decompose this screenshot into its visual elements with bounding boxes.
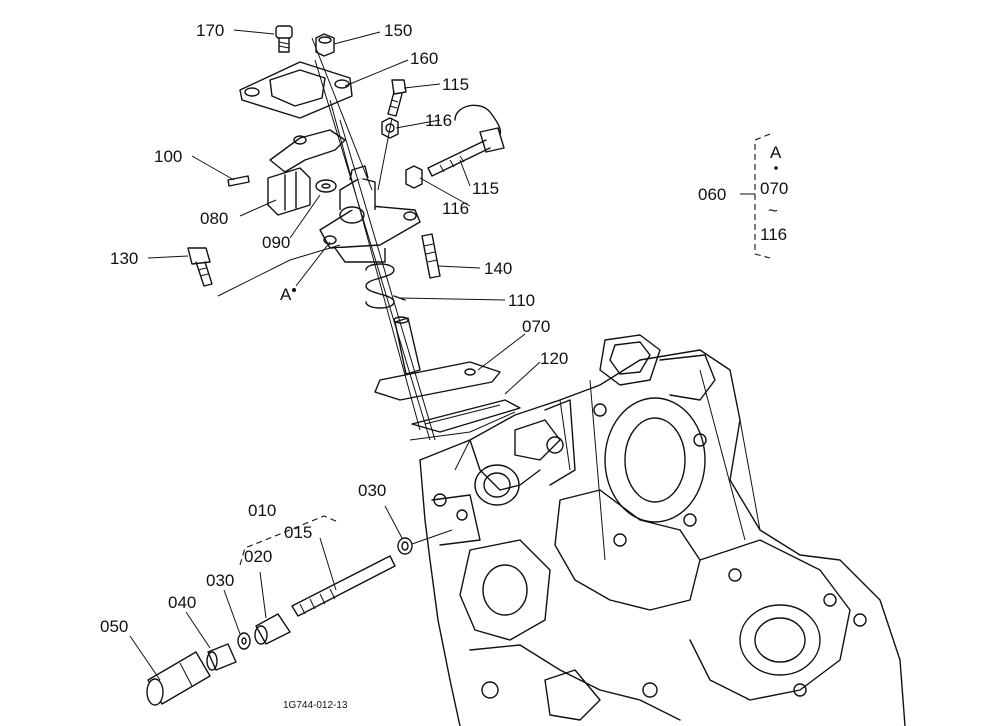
callout-115-lower: 115 xyxy=(472,179,499,198)
callout-a: A xyxy=(280,285,292,304)
callout-100: 100 xyxy=(154,147,182,166)
bolt-170 xyxy=(275,25,293,53)
assembly-line-2: 070 xyxy=(760,179,788,198)
callout-110: 110 xyxy=(508,291,535,310)
governor-lever xyxy=(269,129,346,173)
assembly-line-4: 116 xyxy=(760,225,787,244)
callout-120: 120 xyxy=(540,349,568,368)
gear-case-housing xyxy=(419,334,906,726)
assembly-brace xyxy=(740,133,771,259)
alignment-lines xyxy=(217,37,516,441)
bolt-115-long xyxy=(427,127,505,177)
callout-090: 090 xyxy=(262,233,290,252)
bracket-plate-160 xyxy=(239,61,353,119)
callout-116-lower: 116 xyxy=(442,199,469,218)
callout-160: 160 xyxy=(410,49,438,68)
cap-040 xyxy=(206,643,237,671)
callout-116-upper: 116 xyxy=(425,111,452,130)
governor-housing xyxy=(319,165,421,263)
assembly-line-3: ~ xyxy=(768,201,778,220)
assembly-code: 060 xyxy=(698,185,726,204)
nut-116-lower xyxy=(405,165,423,189)
callout-140: 140 xyxy=(484,259,512,278)
callout-030-right: 030 xyxy=(358,481,386,500)
shaft-015 xyxy=(291,555,396,617)
bolt-130 xyxy=(187,247,213,287)
callout-010: 010 xyxy=(248,501,276,520)
callout-080: 080 xyxy=(200,209,228,228)
callout-150: 150 xyxy=(384,21,412,40)
assembly-dot xyxy=(774,166,778,170)
shaft-axis-line xyxy=(411,529,453,545)
callout-070: 070 xyxy=(522,317,550,336)
figure-code: 1G744-012-13 xyxy=(283,700,348,711)
group-bracket-010 xyxy=(239,515,339,566)
stud-140 xyxy=(421,233,441,279)
block-080 xyxy=(267,167,311,216)
callout-115-upper: 115 xyxy=(442,75,469,94)
nut-150 xyxy=(315,33,335,57)
callout-050: 050 xyxy=(100,617,128,636)
washer-030-left xyxy=(237,632,251,650)
gasket-120 xyxy=(411,399,521,433)
callout-020: 020 xyxy=(244,547,272,566)
callout-a-dot xyxy=(292,288,296,292)
washer-090 xyxy=(315,179,337,193)
sleeve-020 xyxy=(254,613,291,645)
callout-170: 170 xyxy=(196,21,224,40)
callout-015: 015 xyxy=(284,523,312,542)
assembly-line-1: A xyxy=(770,143,782,162)
callout-030-left: 030 xyxy=(206,571,234,590)
washer-030-right xyxy=(397,537,413,555)
spring-110 xyxy=(365,263,406,309)
shaft-070 xyxy=(374,316,501,401)
callout-130: 130 xyxy=(110,249,138,268)
callout-040: 040 xyxy=(168,593,196,612)
bolt-115-upper xyxy=(387,79,407,117)
sleeve-050 xyxy=(146,651,211,706)
leader-lines xyxy=(129,29,541,681)
pin-100 xyxy=(227,175,250,187)
